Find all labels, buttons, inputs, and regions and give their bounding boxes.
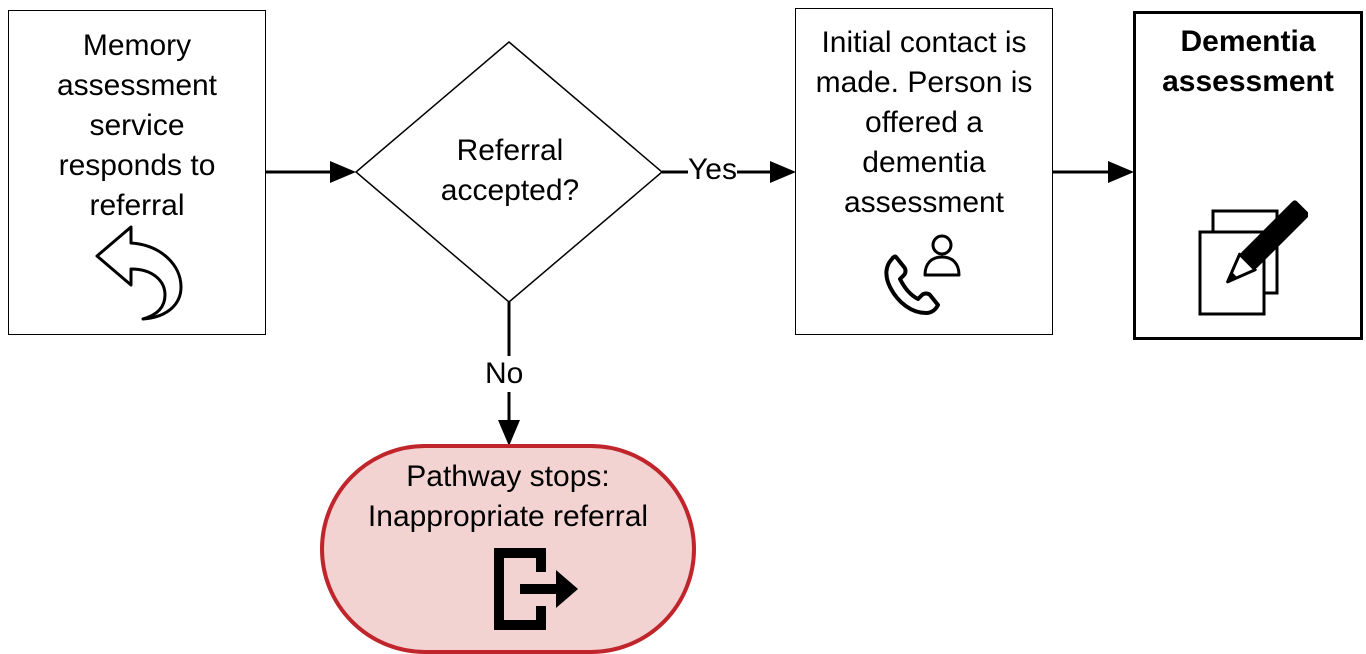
terminator-pathway-stops: Pathway stops: Inappropriate referral [320,444,696,654]
arrowhead-to-decision [330,161,356,183]
arrowhead-to-contact [770,161,796,183]
process-dementia-assessment: Dementia assessment [1133,11,1363,340]
phone-person-icon [884,234,961,315]
process-initial-contact: Initial contact is made. Person is offer… [795,8,1053,335]
edge-label-no: No [485,356,524,392]
initial-contact-label: Initial contact is made. Person is offer… [815,26,1033,219]
memory-service-label: Memory assessment service responds to re… [56,29,218,222]
arrowhead-to-assessment [1108,161,1134,183]
exit-icon [494,548,578,630]
pathway-stops-label: Pathway stops: Inappropriate referral [367,460,649,533]
reply-arrow-icon [95,225,183,321]
documents-pen-icon [1198,200,1308,316]
arrowhead-to-stop [498,420,520,446]
process-memory-service: Memory assessment service responds to re… [8,10,266,335]
decision-label: Referral accepted? [440,134,580,207]
decision-diamond [354,41,664,303]
edge-label-yes: Yes [688,152,737,188]
dementia-assessment-label: Dementia assessment [1162,25,1334,98]
